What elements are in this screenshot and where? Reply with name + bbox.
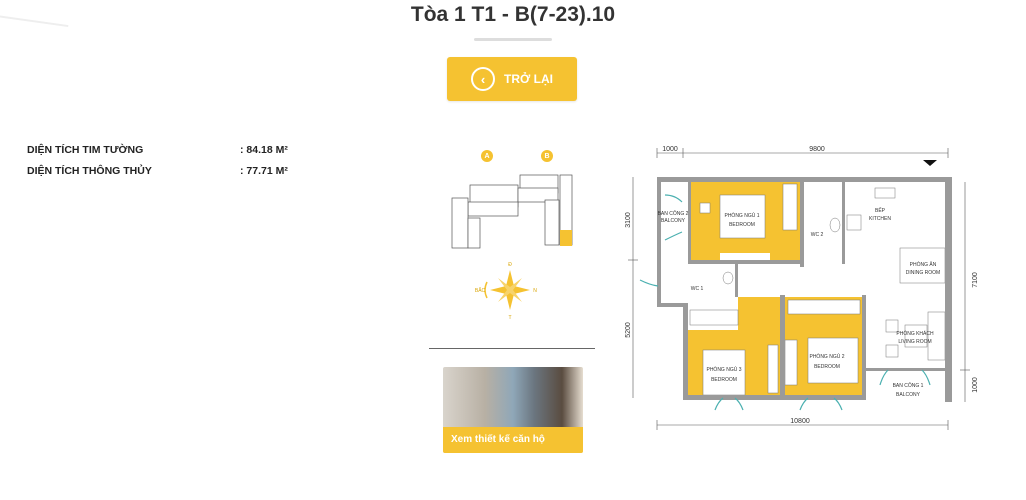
compass-north-label: Đ [508, 262, 512, 268]
room-label: BALCONY [896, 392, 921, 398]
compass-rose-icon: Đ T BẮC N [475, 262, 537, 321]
area-value: : 77.71 M² [240, 165, 288, 177]
selected-unit-highlight [560, 230, 572, 246]
compass-west-label: BẮC [475, 286, 486, 294]
dim-left-bottom: 5200 [625, 322, 632, 338]
dim-right-top: 7100 [972, 272, 979, 288]
room-label: PHÒNG NGỦ 2 [809, 353, 844, 360]
site-plan: Đ T BẮC N [451, 174, 573, 321]
compass-east-label: N [533, 288, 537, 294]
apartment-interior-image [443, 367, 583, 427]
room-label: DINING ROOM [906, 270, 940, 276]
room-label: WC 2 [811, 232, 824, 238]
site-plan-buildings [451, 174, 573, 249]
room-label: KITCHEN [869, 216, 891, 222]
back-button-label: TRỞ LẠI [504, 72, 553, 86]
title-underline [474, 38, 552, 41]
furniture [689, 183, 946, 396]
dim-bottom: 10800 [790, 418, 810, 425]
room-label: BẾP [875, 207, 886, 214]
room-label: BALCONY [661, 218, 686, 224]
chevron-left-icon: ‹ [471, 67, 496, 91]
dim-top: 9800 [809, 146, 825, 153]
room-label: BAN CÔNG 2 [658, 210, 689, 217]
dim-right-bottom: 1000 [972, 377, 979, 393]
area-row-gross: DIỆN TÍCH TIM TƯỜNG : 84.18 M² [27, 144, 288, 156]
room-label: BEDROOM [729, 222, 755, 228]
room-label: PHÒNG NGỦ 3 [706, 366, 741, 373]
area-value: : 84.18 M² [240, 144, 288, 156]
walls [657, 177, 952, 402]
compass-south-label: T [508, 315, 511, 321]
room-label: WC 1 [691, 286, 704, 292]
dimension-lines [628, 148, 970, 430]
room-label: BEDROOM [814, 364, 840, 370]
room-labels: BAN CÔNG 2 BALCONY PHÒNG NGỦ 1 BEDROOM W… [658, 207, 941, 398]
view-apartment-design-card[interactable]: Xem thiết kế căn hộ [443, 367, 583, 453]
ventilation-arrows-icon [639, 194, 931, 411]
floor-plan: 1000 9800 10800 3100 5200 7100 1000 [625, 146, 979, 430]
area-label: DIỆN TÍCH THÔNG THỦY [27, 165, 152, 177]
room-label: BEDROOM [711, 377, 737, 383]
page-title: Tòa 1 T1 - B(7-23).10 [410, 3, 616, 26]
area-row-net: DIỆN TÍCH THÔNG THỦY : 77.71 M² [27, 165, 288, 177]
dim-top-left: 1000 [662, 146, 678, 153]
area-label: DIỆN TÍCH TIM TƯỜNG [27, 144, 144, 156]
entrance-arrow-icon [923, 160, 937, 166]
room-label: PHÒNG ĂN [910, 261, 937, 268]
dim-left-top: 3100 [625, 212, 632, 228]
divider [429, 348, 595, 349]
tower-b-marker[interactable]: B [541, 150, 553, 162]
room-label: PHÒNG KHÁCH [896, 330, 934, 337]
tower-a-marker[interactable]: A [481, 150, 493, 162]
dimension-labels: 1000 9800 10800 3100 5200 7100 1000 [625, 146, 979, 425]
room-label: BAN CÔNG 1 [893, 382, 924, 389]
room-label: PHÒNG NGỦ 1 [724, 212, 759, 219]
room-label: LIVING ROOM [898, 339, 931, 345]
back-button[interactable]: ‹ TRỞ LẠI [447, 57, 577, 101]
design-card-caption: Xem thiết kế căn hộ [443, 427, 583, 453]
